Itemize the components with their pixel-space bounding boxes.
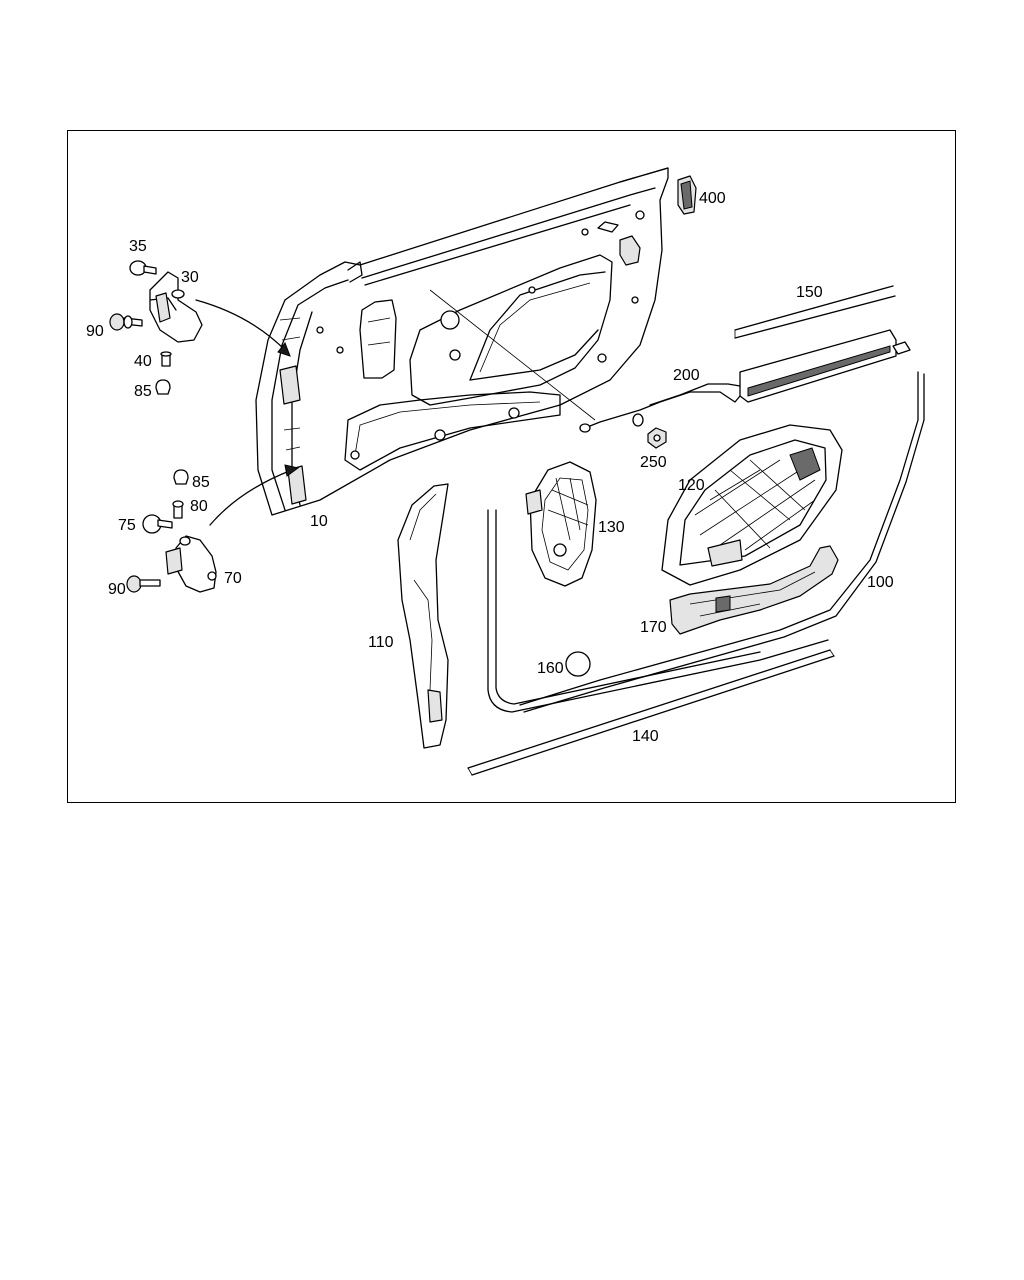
label-part-100: 100 — [867, 574, 894, 591]
label-part-200: 200 — [673, 367, 700, 384]
lower-hinge-part-70 — [165, 535, 217, 593]
label-part-10: 10 — [310, 513, 328, 530]
bolt-part-90-lower — [126, 575, 161, 593]
arrow-upper-hinge — [195, 299, 286, 351]
label-part-110: 110 — [368, 634, 394, 651]
label-part-35: 35 — [129, 238, 147, 255]
bolt-part-35 — [129, 260, 157, 276]
label-part-140: 140 — [632, 728, 659, 745]
grommet-part-85-upper — [155, 379, 171, 395]
trim-piece-part-400 — [677, 175, 697, 215]
label-part-170: 170 — [640, 619, 667, 636]
cap-part-160 — [565, 651, 591, 677]
grommet-part-85-lower — [173, 469, 189, 485]
weatherstrip-part-100 — [519, 371, 925, 713]
bolt-part-75 — [142, 514, 173, 534]
speaker-cover-part-130 — [525, 461, 597, 587]
label-part-400: 400 — [699, 190, 726, 207]
arrow-head-lower — [284, 464, 300, 477]
label-part-120: 120 — [678, 477, 705, 494]
inner-panel-part-120 — [661, 424, 843, 586]
bracket-part-170 — [669, 545, 839, 635]
stud-part-80 — [172, 500, 184, 519]
nut-part-250 — [647, 427, 667, 449]
label-part-250: 250 — [640, 454, 667, 471]
bolt-part-90-upper — [109, 313, 143, 331]
label-part-80: 80 — [190, 498, 208, 515]
door-shell-part-10 — [255, 167, 669, 516]
label-part-85-upper: 85 — [134, 383, 152, 400]
stud-part-40 — [160, 351, 172, 367]
label-part-130: 130 — [598, 519, 625, 536]
window-strip-part-150 — [734, 285, 896, 339]
seal-strip-part-140 — [467, 509, 835, 776]
leader-line-200 — [429, 289, 596, 421]
label-part-150: 150 — [796, 284, 823, 301]
label-part-90-lower: 90 — [108, 581, 126, 598]
pillar-seal-part-110 — [397, 483, 449, 749]
label-part-40: 40 — [134, 353, 152, 370]
molding-part-200 — [579, 329, 911, 433]
label-part-90-upper: 90 — [86, 323, 104, 340]
arrow-head-upper — [277, 341, 291, 357]
upper-hinge-part-30 — [149, 271, 203, 343]
label-part-160: 160 — [537, 660, 564, 677]
arrow-lower-hinge — [209, 469, 293, 526]
label-part-85-lower: 85 — [192, 474, 210, 491]
label-part-30: 30 — [181, 269, 199, 286]
label-part-70: 70 — [224, 570, 242, 587]
label-part-75: 75 — [118, 517, 136, 534]
